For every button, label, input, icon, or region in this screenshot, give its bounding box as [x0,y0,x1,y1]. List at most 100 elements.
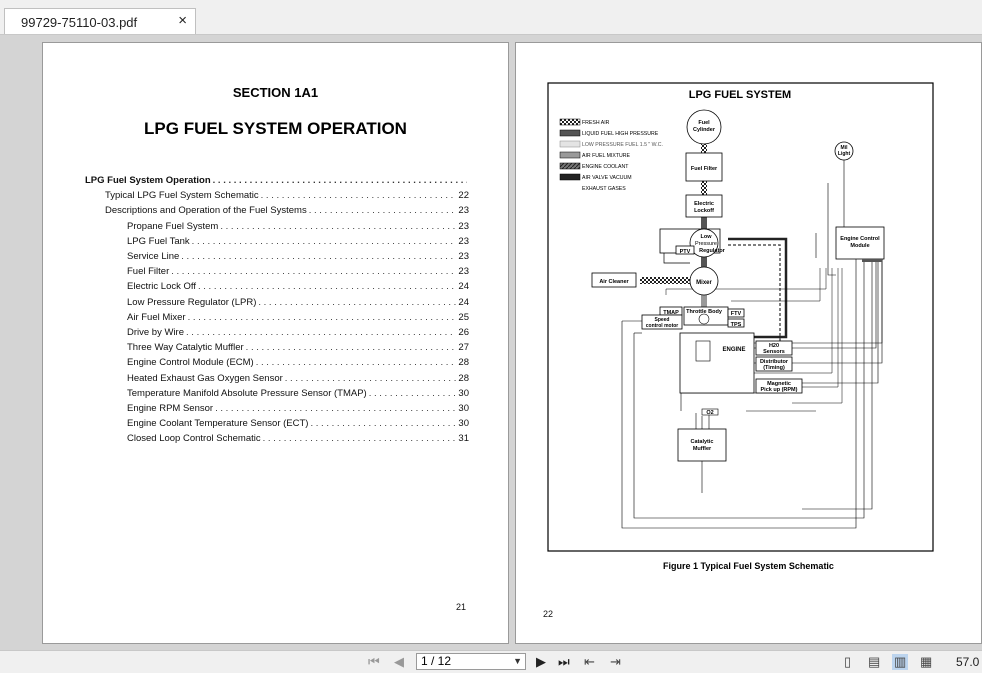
toc-page-number: 26 [458,327,469,338]
engine-label: ENGINE [722,347,745,353]
continuous-view-icon[interactable]: ▤ [868,654,880,670]
ptv-label: PTV [680,249,691,255]
toc-entry[interactable]: Three Way Catalytic Muffler . . . . . . … [127,341,469,353]
pdf-page-21: SECTION 1A1 LPG FUEL SYSTEM OPERATION LP… [42,42,509,644]
next-page-icon[interactable]: ▶ [536,654,546,670]
legend-item: FRESH AIR [582,120,610,126]
toc-entry[interactable]: Electric Lock Off . . . . . . . . . . . … [127,280,469,292]
toc-leader-dots: . . . . . . . . . . . . . . . . . . . . … [261,190,457,201]
toc-leader-dots: . . . . . . . . . . . . . . . . . . . . … [285,373,457,384]
toc-label: Electric Lock Off [127,281,196,292]
toc-page-number: 23 [458,251,469,262]
toc-entry[interactable]: Engine Coolant Temperature Sensor (ECT) … [127,417,469,429]
last-page-icon[interactable]: ⏭ [558,654,570,670]
toc-leader-dots: . . . . . . . . . . . . . . . . . . . . … [220,221,456,232]
ftv-label: FTV [731,311,742,317]
mixer: Mixer [696,280,712,286]
electric-lockoff: Electric [694,201,714,207]
toc-entry[interactable]: Descriptions and Operation of the Fuel S… [105,204,469,216]
toc-leader-dots: . . . . . . . . . . . . . . . . . . . . … [256,357,457,368]
toc-label: Heated Exhaust Gas Oxygen Sensor [127,373,283,384]
two-page-continuous-icon[interactable]: ▦ [920,654,932,670]
toc-entry[interactable]: Air Fuel Mixer . . . . . . . . . . . . .… [127,311,469,323]
fuel-cylinder: Fuel [698,120,710,126]
toc-page-number: 30 [458,418,469,429]
toc-entry[interactable]: Engine RPM Sensor . . . . . . . . . . . … [127,402,469,414]
toc-page-number: 23 [458,236,469,247]
o2-sensor: O2 [706,410,713,416]
fuel-cylinder: Cylinder [693,127,716,133]
catalytic-muffler: Muffler [693,446,712,452]
legend-item: ENGINE COOLANT [582,164,629,170]
zoom-level[interactable]: 57.0 [956,655,979,669]
first-page-icon[interactable]: ⏮ [368,654,380,670]
toc-entry[interactable]: Service Line . . . . . . . . . . . . . .… [127,250,469,262]
legend-item: EXHAUST GASES [582,186,626,192]
toc-entry[interactable]: Typical LPG Fuel System Schematic . . . … [105,189,469,201]
toc-leader-dots: . . . . . . . . . . . . . . . . . . . . … [246,342,457,353]
toc-leader-dots: . . . . . . . . . . . . . . . . . . . . … [309,205,457,216]
toc-page-number: 22 [458,190,469,201]
go-forward-icon[interactable]: ⇥ [610,654,621,670]
tab-title: 99729-75110-03.pdf [21,15,137,30]
toc-leader-dots: . . . . . . . . . . . . . . . . . . . . … [186,327,456,338]
legend-item: AIR VALVE VACUUM [582,175,632,181]
toc-label: LPG Fuel System Operation [85,175,211,186]
low-pressure-regulator: Regulator [699,248,726,254]
toc-label: Engine Coolant Temperature Sensor (ECT) [127,418,308,429]
pdf-page-22: LPG FUEL SYSTEM FRESH AIR LIQUID FUEL HI… [515,42,982,644]
toc-entry[interactable]: Low Pressure Regulator (LPR) . . . . . .… [127,296,469,308]
toc-entry[interactable]: LPG Fuel System Operation . . . . . . . … [85,174,469,186]
toc-label: Descriptions and Operation of the Fuel S… [105,205,307,216]
toc-page-number: 31 [458,433,469,444]
low-pressure-regulator: Low [701,234,713,240]
toc-label: Service Line [127,251,179,262]
toc-label: Air Fuel Mixer [127,312,186,323]
single-page-view-icon[interactable]: ▯ [844,654,851,670]
toc-label: Engine Control Module (ECM) [127,357,254,368]
toc-entry[interactable]: Temperature Manifold Absolute Pressure S… [127,387,469,399]
previous-page-icon[interactable]: ◀ [394,654,404,670]
legend-item: LIQUID FUEL HIGH PRESSURE [582,131,659,137]
legend-item: LOW PRESSURE FUEL 1.5 " W.C. [582,142,663,148]
toc-leader-dots: . . . . . . . . . . . . . . . . . . . . … [192,236,457,247]
navigation-toolbar: ⏮ ◀ 1 / 12 ▼ ▶ ⏭ ⇤ ⇥ ▯ ▤ ▥ ▦ 57.0 [0,650,982,673]
toc-leader-dots: . . . . . . . . . . . . . . . . . . . . … [171,266,456,277]
page-number-field[interactable]: 1 / 12 ▼ [416,653,526,670]
mil-light: Light [838,151,851,157]
toc-entry[interactable]: Fuel Filter . . . . . . . . . . . . . . … [127,265,469,277]
page-number: 22 [543,609,553,619]
schematic-title: LPG FUEL SYSTEM [689,89,791,101]
toc-leader-dots: . . . . . . . . . . . . . . . . . . . . … [198,281,456,292]
engine-control-module: Engine Control [840,236,880,242]
toc-page-number: 25 [458,312,469,323]
toc-entry[interactable]: Engine Control Module (ECM) . . . . . . … [127,356,469,368]
chevron-down-icon[interactable]: ▼ [513,654,522,669]
toc-entry[interactable]: LPG Fuel Tank . . . . . . . . . . . . . … [127,235,469,247]
toc-page-number: 30 [458,388,469,399]
tab-bar: 99729-75110-03.pdf × [0,0,982,35]
toc-page-number: 23 [458,266,469,277]
h2o-sensors: Sensors [763,349,785,355]
toc-entry[interactable]: Drive by Wire . . . . . . . . . . . . . … [127,326,469,338]
toc-page-number: 28 [458,357,469,368]
section-heading: SECTION 1A1 [43,85,508,100]
legend-item: AIR FUEL MIXTURE [582,153,630,159]
toc-entry[interactable]: Closed Loop Control Schematic . . . . . … [127,432,469,444]
page-number: 21 [456,602,466,612]
two-page-view-icon[interactable]: ▥ [892,654,908,670]
toc-entry[interactable]: Heated Exhaust Gas Oxygen Sensor . . . .… [127,372,469,384]
toc-label: Engine RPM Sensor [127,403,213,414]
toc-page-number: 23 [458,221,469,232]
toc-label: Closed Loop Control Schematic [127,433,261,444]
figure-caption: Figure 1 Typical Fuel System Schematic [516,561,981,571]
toc-leader-dots: . . . . . . . . . . . . . . . . . . . . … [213,175,467,186]
toc-leader-dots: . . . . . . . . . . . . . . . . . . . . … [215,403,456,414]
magnetic-pickup: Pick up (RPM) [761,387,798,393]
close-icon[interactable]: × [178,12,187,29]
go-back-icon[interactable]: ⇤ [584,654,595,670]
toc-page-number: 24 [458,281,469,292]
toc-entry[interactable]: Propane Fuel System . . . . . . . . . . … [127,220,469,232]
document-tab[interactable]: 99729-75110-03.pdf × [4,8,196,34]
legend: FRESH AIR LIQUID FUEL HIGH PRESSURE LOW … [560,119,663,192]
